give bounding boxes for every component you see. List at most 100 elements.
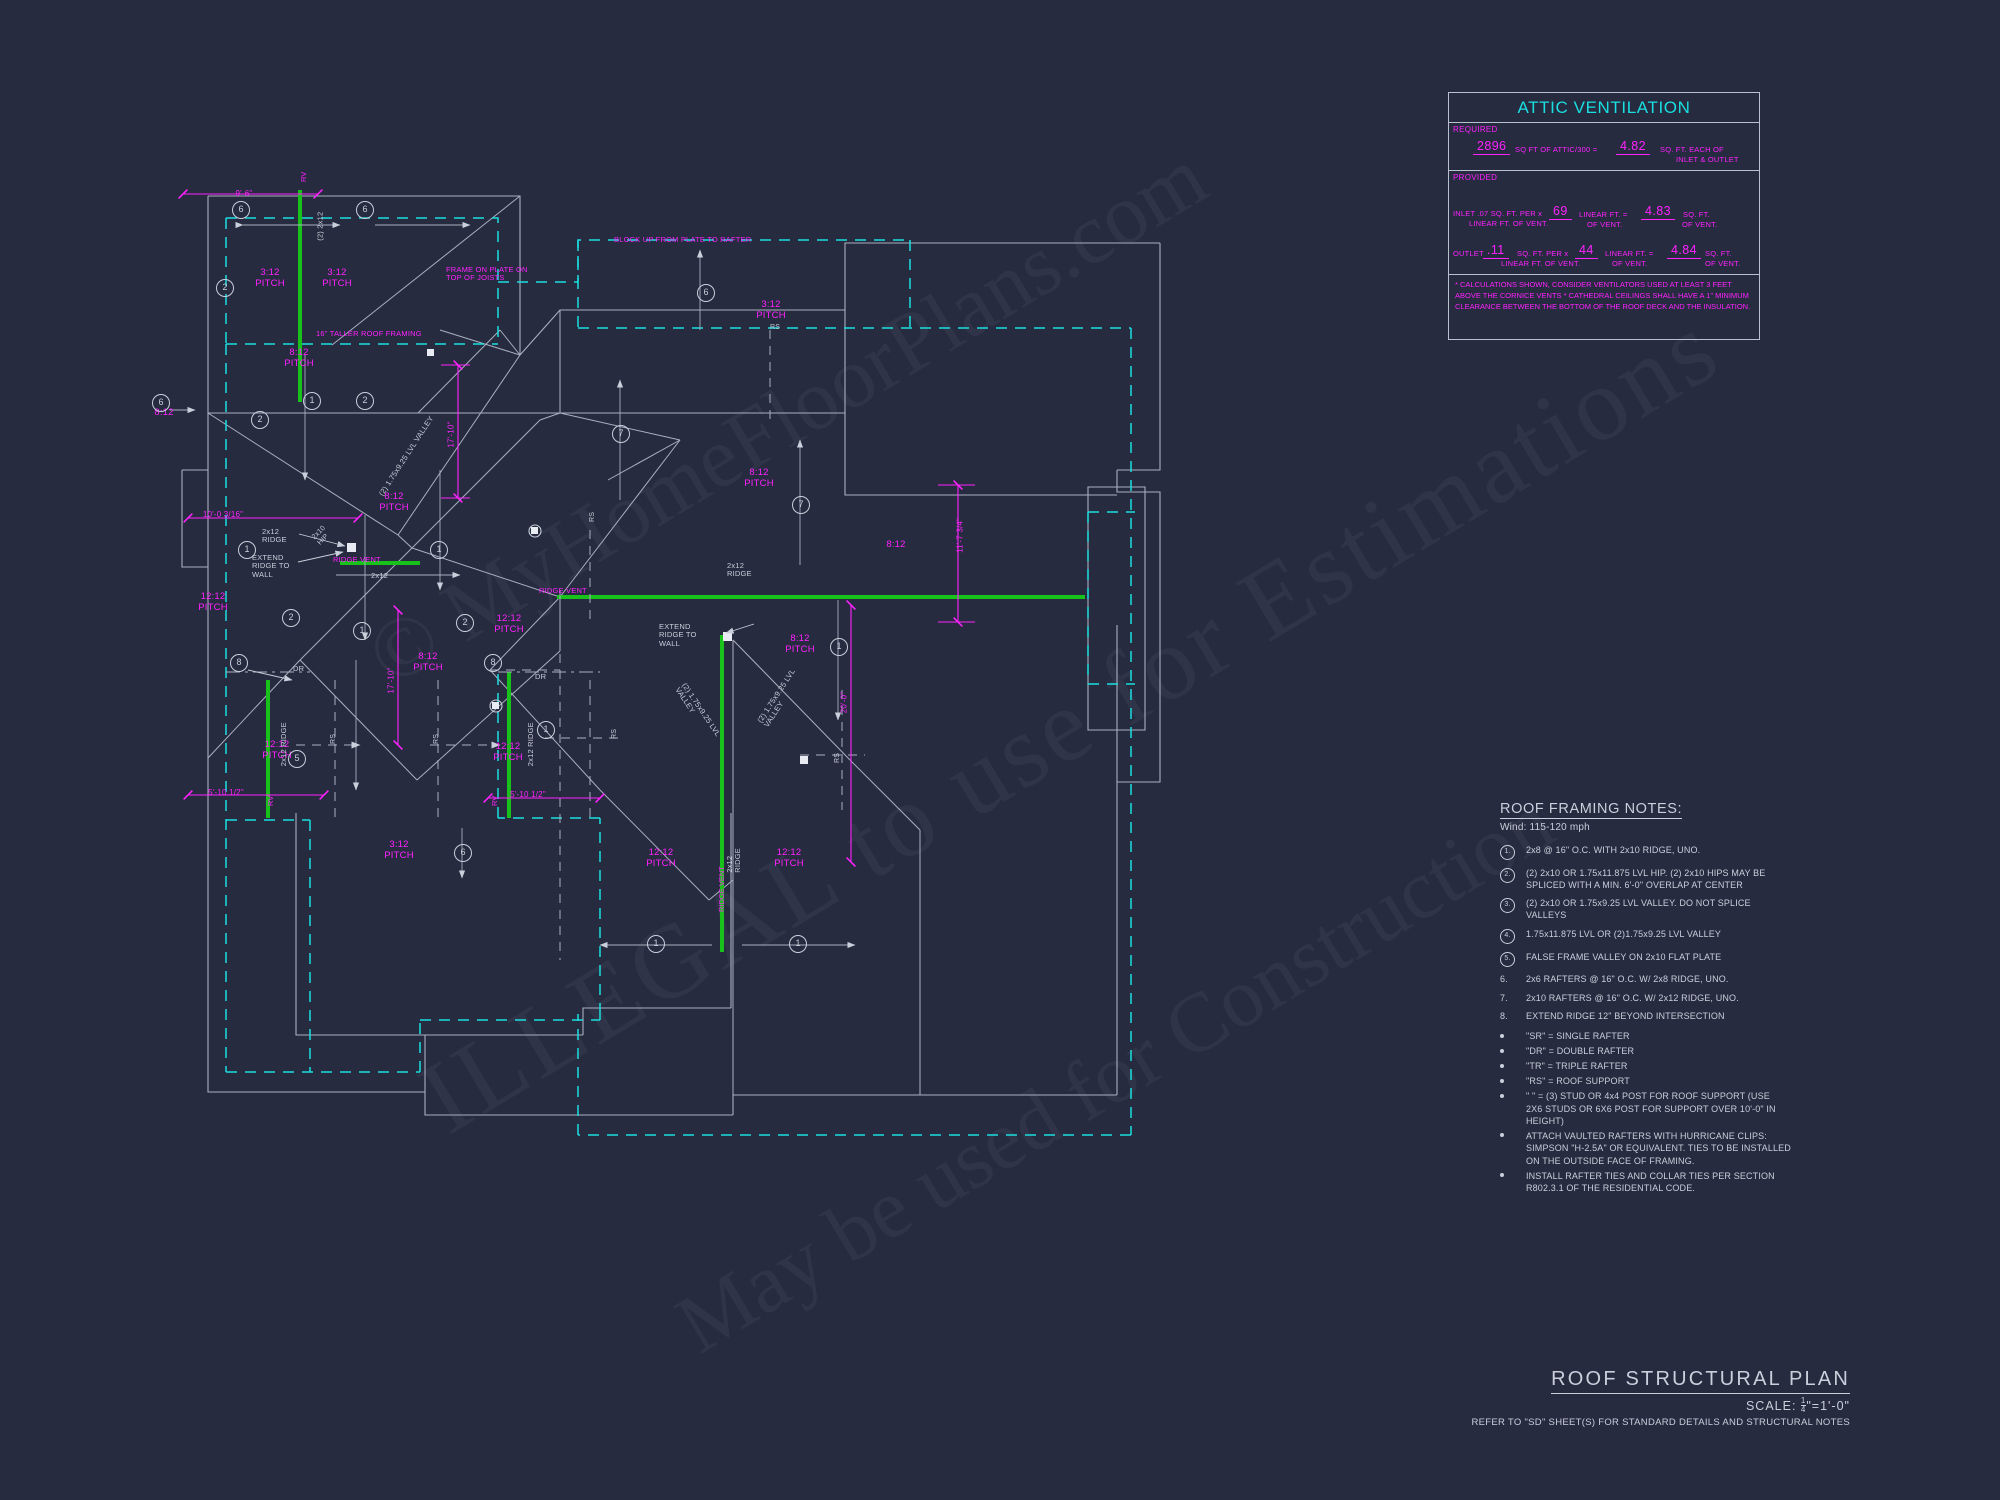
- member-callout: RS: [589, 511, 597, 522]
- vent-footnotes-row: * CALCULATIONS SHOWN, CONSIDER VENTILATO…: [1449, 275, 1759, 339]
- framing-note-text: 2x6 RAFTERS @ 16" O.C. W/ 2x8 RIDGE, UNO…: [1526, 974, 1729, 985]
- framing-notes-wind: Wind: 115-120 mph: [1500, 822, 1590, 833]
- pitch-label: 3:12 PITCH: [255, 267, 285, 289]
- pitch-label: 12:12 PITCH: [493, 741, 523, 763]
- vent-outlet-unit-2: OF VENT.: [1705, 259, 1741, 268]
- member-callout: RS: [611, 728, 619, 739]
- framing-note-number: 6.: [1500, 974, 1508, 985]
- member-callout: DR: [535, 672, 547, 681]
- framing-note-number: 2.: [1500, 867, 1526, 891]
- framing-note-text: FALSE FRAME VALLEY ON 2x10 FLAT PLATE: [1526, 951, 1722, 962]
- post-markers: [347, 349, 808, 764]
- framing-note-row: 8.EXTEND RIDGE 12" BEYOND INTERSECTION: [1500, 1010, 1850, 1022]
- dimension-text: 10'-0 3/16": [202, 510, 244, 519]
- framing-note-text: EXTEND RIDGE 12" BEYOND INTERSECTION: [1526, 1011, 1725, 1022]
- plan-note-magenta: RIDGE VENT: [333, 555, 381, 564]
- framing-note-text: 2x8 @ 16" O.C. WITH 2x10 RIDGE, UNO.: [1526, 845, 1701, 855]
- pitch-label: 8:12: [154, 407, 174, 418]
- vent-outlet-unit-1: SQ. FT.: [1705, 249, 1732, 258]
- framing-note-number: 7.: [1500, 992, 1508, 1003]
- framing-bullet-row: "DR" = DOUBLE RAFTER: [1500, 1045, 1850, 1057]
- vent-inlet-mid-2: OF VENT.: [1587, 220, 1623, 229]
- member-callout: 2x12 RIDGE: [525, 722, 535, 767]
- detail-balloon: 6: [454, 844, 472, 862]
- member-callout: RS: [433, 733, 441, 744]
- member-callout: EXTEND RIDGE TO WALL: [659, 622, 697, 648]
- framing-note-row: 6. 2x6 RAFTERS @ 16" O.C. W/ 2x8 RIDGE, U…: [1500, 973, 1850, 985]
- attic-ventilation-title-text: ATTIC VENTILATION: [1517, 97, 1691, 117]
- pitch-label: 8:12 PITCH: [744, 467, 774, 489]
- attic-ventilation-title: ATTIC VENTILATION: [1449, 93, 1759, 123]
- bullet-dot-icon: [1500, 1030, 1526, 1042]
- roof-framing-notes: ROOF FRAMING NOTES: Wind: 115-120 mph 1.…: [1500, 800, 1850, 1197]
- vent-outlet-mid-2: OF VENT.: [1612, 259, 1648, 268]
- dimension-text: 9'-6": [235, 189, 253, 198]
- pitch-label: 12:12 PITCH: [198, 591, 228, 613]
- framing-bullet-text: "RS" = ROOF SUPPORT: [1526, 1076, 1630, 1087]
- dimension-lines-magenta: [178, 189, 975, 867]
- vent-inlet-linear-ft[interactable]: 69: [1549, 204, 1572, 220]
- note-circle-icon: 3.: [1500, 898, 1515, 914]
- framing-notes-heading: ROOF FRAMING NOTES:: [1500, 801, 1683, 819]
- detail-balloon: 2: [456, 614, 474, 632]
- vent-inlet-result[interactable]: 4.83: [1641, 204, 1675, 220]
- bullet-dot-icon: [1500, 1090, 1526, 1127]
- framing-note-number: 1.: [1500, 844, 1526, 860]
- framing-note-number: 5.: [1500, 951, 1526, 967]
- attic-ventilation-table: ATTIC VENTILATION REQUIRED 2896 SQ FT OF…: [1448, 92, 1760, 340]
- vent-outlet-result[interactable]: 4.84: [1667, 243, 1701, 259]
- member-callout: 2x12 RIDGE: [278, 722, 288, 767]
- pitch-label: 3:12 PITCH: [384, 839, 414, 861]
- dimension-text: 17'-10": [446, 421, 456, 448]
- dimension-text: 5'-10 1/2": [510, 790, 546, 799]
- bullet-dot-icon: [1500, 1060, 1526, 1072]
- bullet-dot-icon: [1500, 1075, 1526, 1087]
- vent-required-result[interactable]: 4.82: [1616, 139, 1650, 155]
- vent-required-row: REQUIRED 2896 SQ FT OF ATTIC/300 = 4.82 …: [1449, 123, 1759, 171]
- framing-note-row: 5. FALSE FRAME VALLEY ON 2x10 FLAT PLATE: [1500, 951, 1850, 967]
- vent-outlet-prefix-2: LINEAR FT. OF VENT.: [1501, 259, 1581, 268]
- member-callout: 2x12 RIDGE: [727, 561, 752, 579]
- vent-outlet-linear-ft[interactable]: 44: [1575, 243, 1598, 259]
- framing-bullet-text: INSTALL RAFTER TIES AND COLLAR TIES PER …: [1526, 1170, 1775, 1193]
- framing-note-row: 7.2x10 RAFTERS @ 16" O.C. W/ 2x12 RIDGE,…: [1500, 992, 1850, 1004]
- note-circle-icon: 4.: [1500, 929, 1515, 945]
- detail-balloon: 2: [356, 392, 374, 410]
- overhang-dashed-lines: [225, 217, 1135, 1136]
- framing-bullet-text: "DR" = DOUBLE RAFTER: [1526, 1046, 1635, 1057]
- vent-provided-label: PROVIDED: [1453, 173, 1498, 182]
- member-callout: 2x12 RIDGE: [262, 527, 287, 545]
- detail-balloon: 1: [238, 541, 256, 559]
- scale-numerator: 1: [1800, 1396, 1807, 1405]
- post-circle-markers: [489, 524, 542, 713]
- note-circle-icon: 2.: [1500, 867, 1515, 883]
- vent-outlet-factor[interactable]: .11: [1483, 243, 1509, 259]
- member-callout: DR: [293, 664, 305, 673]
- framing-note-row: 2.(2) 2x10 OR 1.75x11.875 LVL HIP. (2) 2…: [1500, 867, 1850, 891]
- dimension-text: 5'-10 1/2": [208, 788, 244, 797]
- plan-note-magenta: RIDGE VENT: [539, 586, 587, 595]
- detail-balloon: 6: [356, 201, 374, 219]
- pitch-label: 8:12 PITCH: [379, 491, 409, 513]
- detail-balloon: 1: [303, 392, 321, 410]
- vent-attic-sf-value[interactable]: 2896: [1473, 139, 1511, 155]
- detail-balloon: 1: [830, 638, 848, 656]
- detail-balloon: 7: [792, 496, 810, 514]
- framing-bullet-row: "RS" = ROOF SUPPORT: [1500, 1075, 1850, 1087]
- detail-balloon: 2: [216, 279, 234, 297]
- pitch-label: 8:12 PITCH: [284, 347, 314, 369]
- detail-balloon: 1: [430, 541, 448, 559]
- ridge-vent-green: [266, 190, 1085, 952]
- framing-note-text: 1.75x11.875 LVL OR (2)1.75x9.25 LVL VALL…: [1526, 929, 1722, 940]
- detail-balloon: 6: [697, 284, 715, 302]
- framing-note-row: 4. 1.75x11.875 LVL OR (2)1.75x9.25 LVL VA…: [1500, 928, 1850, 945]
- detail-balloon: 1: [353, 622, 371, 640]
- vent-required-unit-1: SQ. FT. EACH OF: [1660, 145, 1724, 154]
- pitch-label: 3:12 PITCH: [322, 267, 352, 289]
- framing-bullet-row: ATTACH VAULTED RAFTERS WITH HURRICANE CL…: [1500, 1130, 1850, 1167]
- note-circle-icon: 5.: [1500, 951, 1515, 967]
- pitch-label: 8:12: [886, 539, 906, 550]
